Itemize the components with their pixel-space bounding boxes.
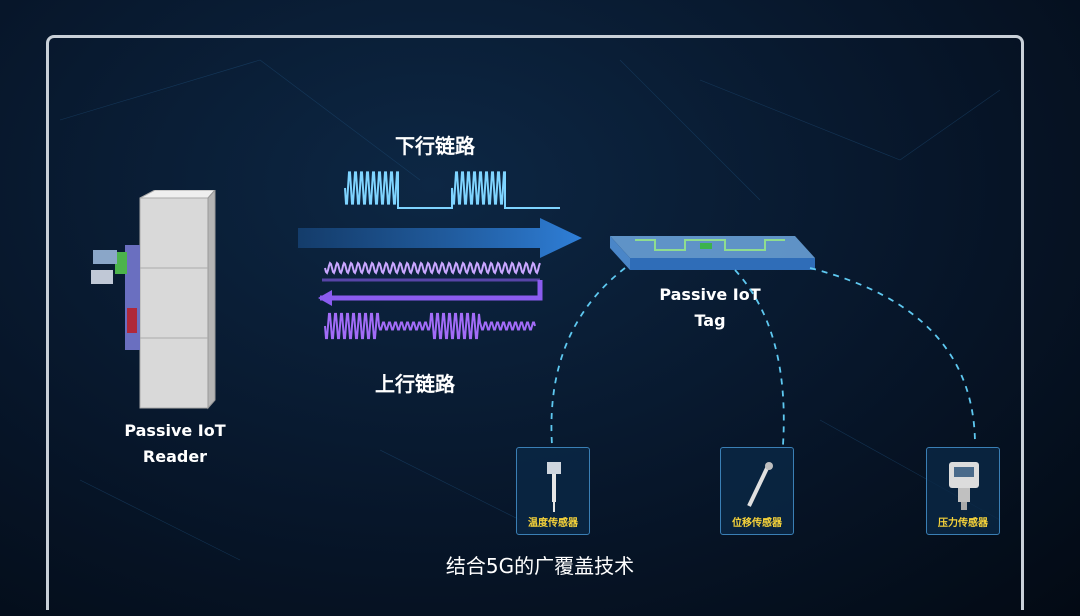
tag-label-line1: Passive IoT: [659, 285, 761, 304]
sensor-label: 压力传感器: [938, 518, 988, 529]
sensor-label: 位移传感器: [732, 518, 782, 529]
uplink-signal: [318, 261, 543, 340]
link-pressure: [809, 267, 976, 446]
pressure-sensor-icon: [949, 462, 979, 510]
downlink-waveform: [344, 171, 560, 209]
sensor-label: 温度传感器: [528, 518, 578, 529]
uplink-arrow: [320, 280, 543, 301]
uplink-waveform-top: [324, 261, 541, 275]
downlink-label: 下行链路: [395, 134, 475, 158]
sensor-pressure: 压力传感器: [926, 447, 1000, 535]
reader-label-line2: Reader: [142, 447, 208, 466]
sensor-temperature: 温度传感器: [516, 447, 590, 535]
tag-label: Passive IoT Tag: [650, 282, 770, 334]
link-displacement: [734, 269, 785, 446]
caption: 结合5G的广覆盖技术: [445, 554, 635, 578]
downlink-signal: [298, 171, 582, 258]
sensor-displacement: 位移传感器: [720, 447, 794, 535]
tag-label-line2: Tag: [694, 311, 726, 330]
reader-label-line1: Passive IoT: [124, 421, 226, 440]
downlink-arrow: [298, 218, 582, 258]
displacement-sensor-icon: [747, 462, 773, 507]
reader-label: Passive IoT Reader: [110, 418, 240, 470]
temperature-sensor-icon: [547, 462, 561, 512]
slide-frame: [46, 35, 1024, 610]
tag-image: [610, 236, 815, 270]
uplink-waveform-bottom: [324, 312, 536, 340]
link-temperature: [550, 267, 626, 446]
reader-device-image: [91, 190, 216, 410]
uplink-label: 上行链路: [375, 372, 455, 396]
